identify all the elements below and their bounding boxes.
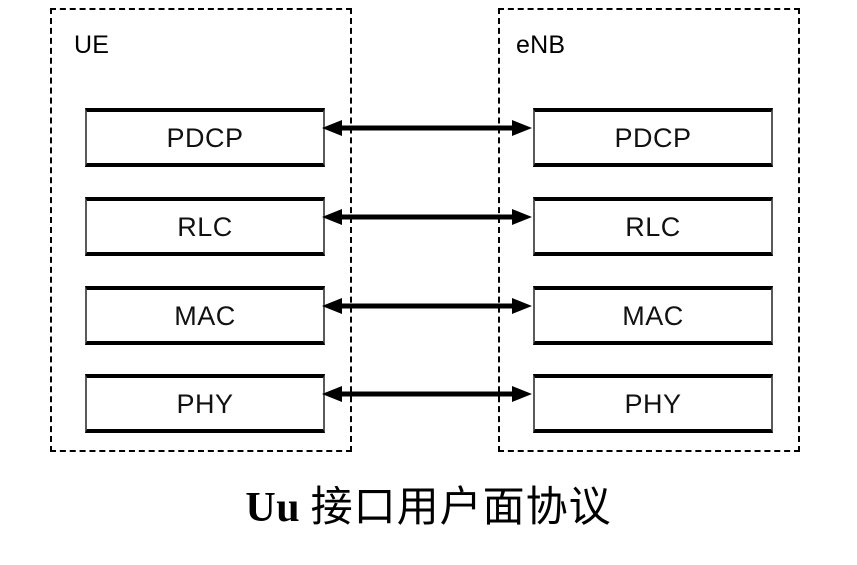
layer-box-ue-phy: PHY	[85, 374, 325, 433]
node-title-enb: eNB	[516, 31, 566, 59]
connector-pdcp-bidirectional-arrow	[322, 116, 532, 140]
connector-phy-bidirectional-arrow	[322, 382, 532, 406]
node-container-ue: UE PDCP RLC MAC PHY	[50, 8, 352, 452]
node-container-enb: eNB PDCP RLC MAC PHY	[498, 8, 800, 452]
layer-label-ue-rlc: RLC	[177, 211, 233, 242]
layer-label-enb-rlc: RLC	[625, 211, 681, 242]
figure-caption-latin: Uu	[245, 485, 301, 531]
layer-box-ue-mac: MAC	[85, 286, 325, 345]
layer-box-ue-pdcp: PDCP	[85, 108, 325, 167]
figure-caption-cjk: 接口用户面协议	[310, 485, 612, 531]
layer-box-enb-phy: PHY	[533, 374, 773, 433]
connector-rlc-bidirectional-arrow	[322, 205, 532, 229]
layer-label-enb-pdcp: PDCP	[614, 122, 692, 153]
layer-label-ue-mac: MAC	[174, 300, 236, 331]
layer-box-ue-rlc: RLC	[85, 197, 325, 256]
layer-box-enb-mac: MAC	[533, 286, 773, 345]
layer-label-ue-phy: PHY	[176, 388, 234, 419]
layer-box-enb-pdcp: PDCP	[533, 108, 773, 167]
layer-label-enb-phy: PHY	[624, 388, 682, 419]
layer-label-ue-pdcp: PDCP	[166, 122, 244, 153]
layer-box-enb-rlc: RLC	[533, 197, 773, 256]
connector-mac-bidirectional-arrow	[322, 294, 532, 318]
layer-label-enb-mac: MAC	[622, 300, 684, 331]
node-title-ue: UE	[74, 31, 110, 59]
figure-caption: Uu 接口用户面协议	[0, 481, 857, 535]
